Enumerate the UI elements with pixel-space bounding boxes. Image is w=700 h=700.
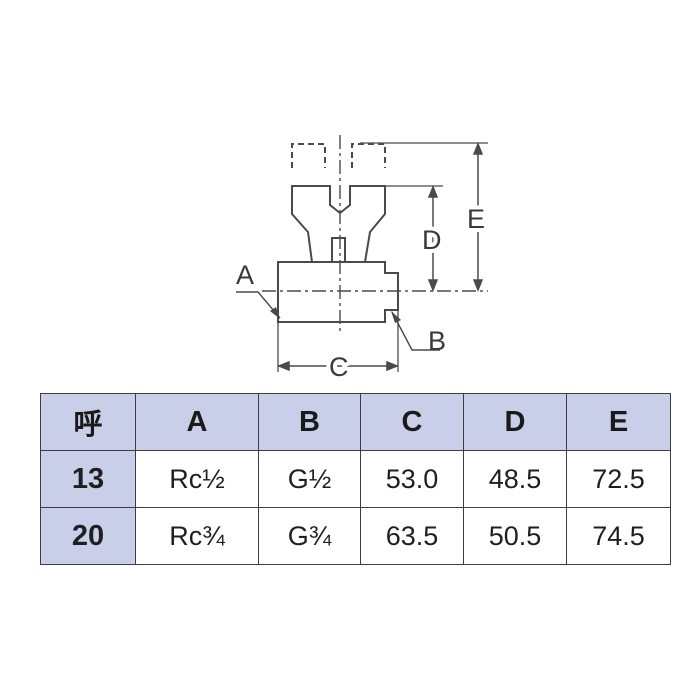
- table-header-row: 呼 A B C D E: [40, 393, 671, 451]
- label-b: B: [428, 326, 446, 356]
- cell-d: 48.5: [463, 450, 567, 508]
- d-arrow-top: [427, 184, 439, 198]
- header-nominal: 呼: [40, 393, 136, 451]
- b-leader-line: [391, 311, 440, 351]
- valve-handle-outline: [291, 185, 386, 263]
- label-a: A: [236, 260, 254, 290]
- cell-nominal: 13: [40, 450, 136, 508]
- a-leader-line: [236, 291, 281, 319]
- c-arrow-right: [386, 360, 400, 372]
- b-leader-arrow: [391, 311, 401, 323]
- cell-d: 50.5: [463, 507, 567, 565]
- header-a: A: [135, 393, 259, 451]
- dimension-table: 呼 A B C D E 13 Rc½ G½ 53.0 48.5 72.5 20 …: [40, 393, 671, 565]
- a-leader-arrow: [270, 307, 280, 319]
- d-arrow-bottom: [427, 279, 439, 293]
- table-row: 13 Rc½ G½ 53.0 48.5 72.5: [40, 450, 671, 508]
- label-e: E: [467, 204, 485, 234]
- header-d: D: [463, 393, 567, 451]
- dashed-handle-outline: [291, 143, 386, 168]
- cell-e: 72.5: [566, 450, 671, 508]
- header-c: C: [360, 393, 464, 451]
- table-row: 20 Rc¾ G¾ 63.5 50.5 74.5: [40, 507, 671, 565]
- cell-c: 63.5: [360, 507, 464, 565]
- cell-e: 74.5: [566, 507, 671, 565]
- cell-nominal: 20: [40, 507, 136, 565]
- cell-b: G¾: [258, 507, 361, 565]
- c-arrow-left: [276, 360, 290, 372]
- e-arrow-bottom: [472, 279, 484, 293]
- header-e: E: [566, 393, 671, 451]
- cell-b: G½: [258, 450, 361, 508]
- label-d: D: [422, 225, 442, 255]
- e-arrow-top: [472, 141, 484, 155]
- header-b: B: [258, 393, 361, 451]
- valve-dimension-drawing: A B C D E: [236, 135, 488, 382]
- cell-a: Rc½: [135, 450, 259, 508]
- cell-c: 53.0: [360, 450, 464, 508]
- valve-body-outline: [277, 261, 399, 323]
- label-c: C: [329, 352, 349, 382]
- cell-a: Rc¾: [135, 507, 259, 565]
